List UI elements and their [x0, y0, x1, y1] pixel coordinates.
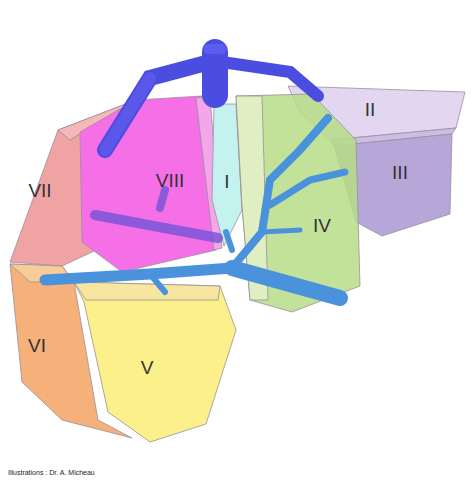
segment-number: V	[137, 356, 158, 381]
segment-label: I	[224, 172, 229, 193]
segment-label: II	[365, 100, 376, 121]
segment-label: IV	[313, 216, 331, 237]
segment-number: VIII	[152, 169, 189, 194]
segment-number: II	[361, 98, 380, 123]
segment-label: VIII	[156, 171, 185, 192]
segment-number: I	[220, 170, 233, 195]
segment-number: IV	[309, 214, 335, 239]
segment-number: VI	[24, 334, 50, 359]
segment-label: VI	[28, 336, 46, 357]
segment-number: III	[388, 161, 412, 186]
segment-number: VII	[24, 179, 55, 204]
credit-note: Illustrations : Dr. A. Micheau	[8, 469, 95, 476]
segment-label: V	[141, 358, 154, 379]
segment-label: III	[392, 163, 408, 184]
segment-label: VII	[28, 181, 51, 202]
